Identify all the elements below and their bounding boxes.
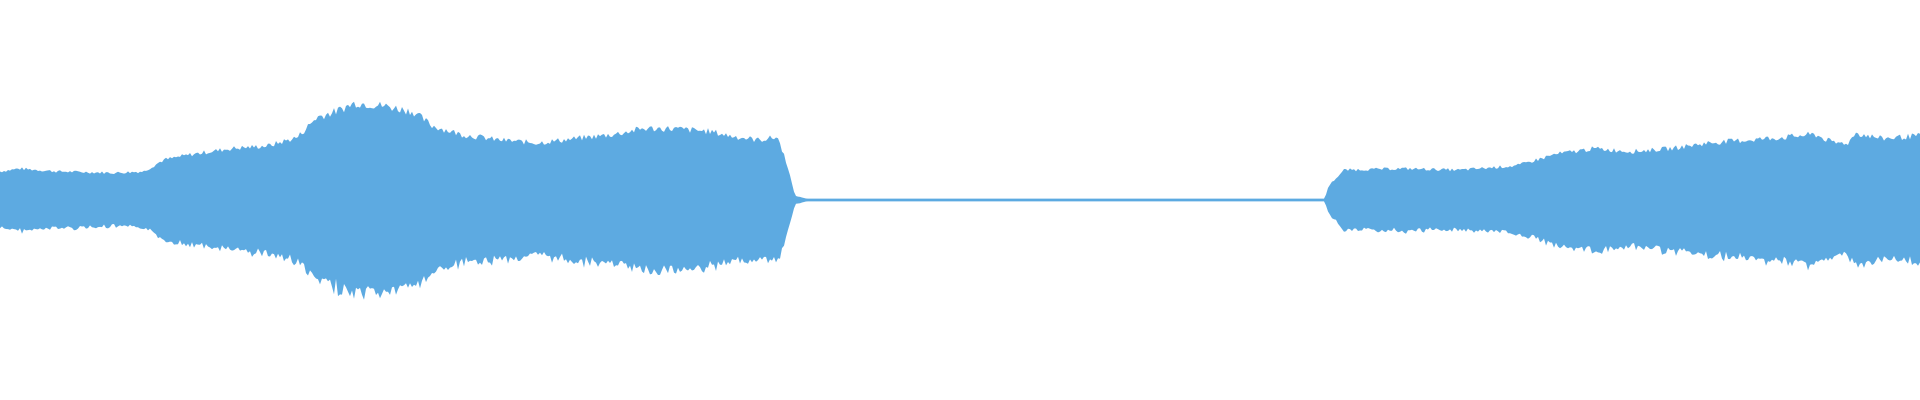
waveform-graphic bbox=[0, 101, 1920, 300]
